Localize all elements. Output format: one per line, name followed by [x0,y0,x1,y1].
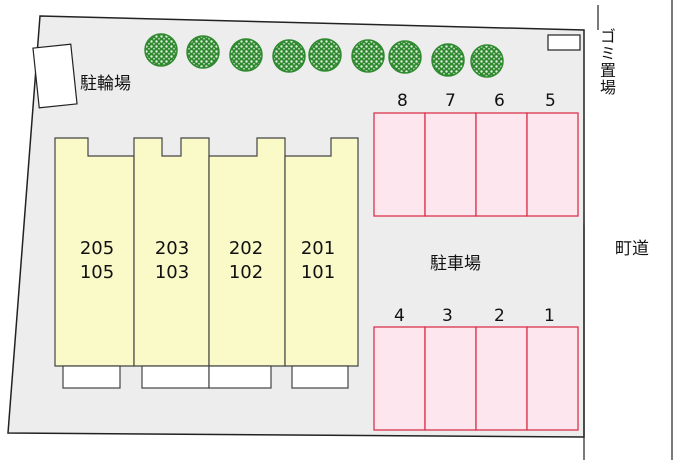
unit-label-205-105: 205 105 [75,237,119,285]
unit-block-201-101 [284,137,359,367]
tree-icon [431,43,465,77]
tree-icon [470,44,504,78]
parking-number-1: 1 [544,306,555,326]
apartment-building [54,137,359,367]
tree-icon [186,35,220,69]
parking-number-3: 3 [442,306,453,326]
balcony-103 [141,365,210,389]
parking-number-8: 8 [397,91,408,111]
parking-space-5 [526,112,579,217]
tree-row [144,33,504,78]
balcony-105 [62,365,121,389]
parking-space-1 [526,326,579,431]
parking-number-7: 7 [445,91,456,111]
unit-number-101: 101 [300,262,336,283]
parking-number-6: 6 [494,91,505,111]
garbage-area-label: ゴミ置場 [597,28,616,96]
unit-number-103: 103 [154,262,190,283]
parking-space-4 [373,326,426,431]
parking-space-6 [475,112,528,217]
unit-label-203-103: 203 103 [150,237,194,285]
parking-number-2: 2 [494,306,505,326]
parking-space-8 [373,112,426,217]
balcony-101 [291,365,349,389]
parking-lot-label: 駐車場 [430,254,481,274]
unit-label-201-101: 201 101 [296,237,340,285]
unit-balconies [62,365,349,389]
unit-number-205: 205 [79,238,115,259]
unit-number-105: 105 [79,262,115,283]
tree-icon [351,39,385,73]
unit-number-202: 202 [228,238,264,259]
bicycle-parking-label: 駐輪場 [80,74,131,94]
balcony-102 [208,365,272,389]
tree-icon [272,39,306,73]
parking-space-2 [475,326,528,431]
bicycle-parking-area [32,43,78,109]
parking-number-5: 5 [545,91,556,111]
tree-icon [144,33,178,67]
unit-number-201: 201 [300,238,336,259]
unit-number-102: 102 [228,262,264,283]
parking-row-top [373,112,579,217]
tree-icon [308,38,342,72]
tree-icon [229,38,263,72]
parking-number-4: 4 [394,306,405,326]
parking-row-bottom [373,326,579,431]
unit-number-203: 203 [154,238,190,259]
unit-label-202-102: 202 102 [224,237,268,285]
parking-space-3 [424,326,477,431]
garbage-box [547,34,581,51]
tree-icon [388,40,422,74]
parking-space-7 [424,112,477,217]
town-road-label: 町道 [615,239,649,259]
